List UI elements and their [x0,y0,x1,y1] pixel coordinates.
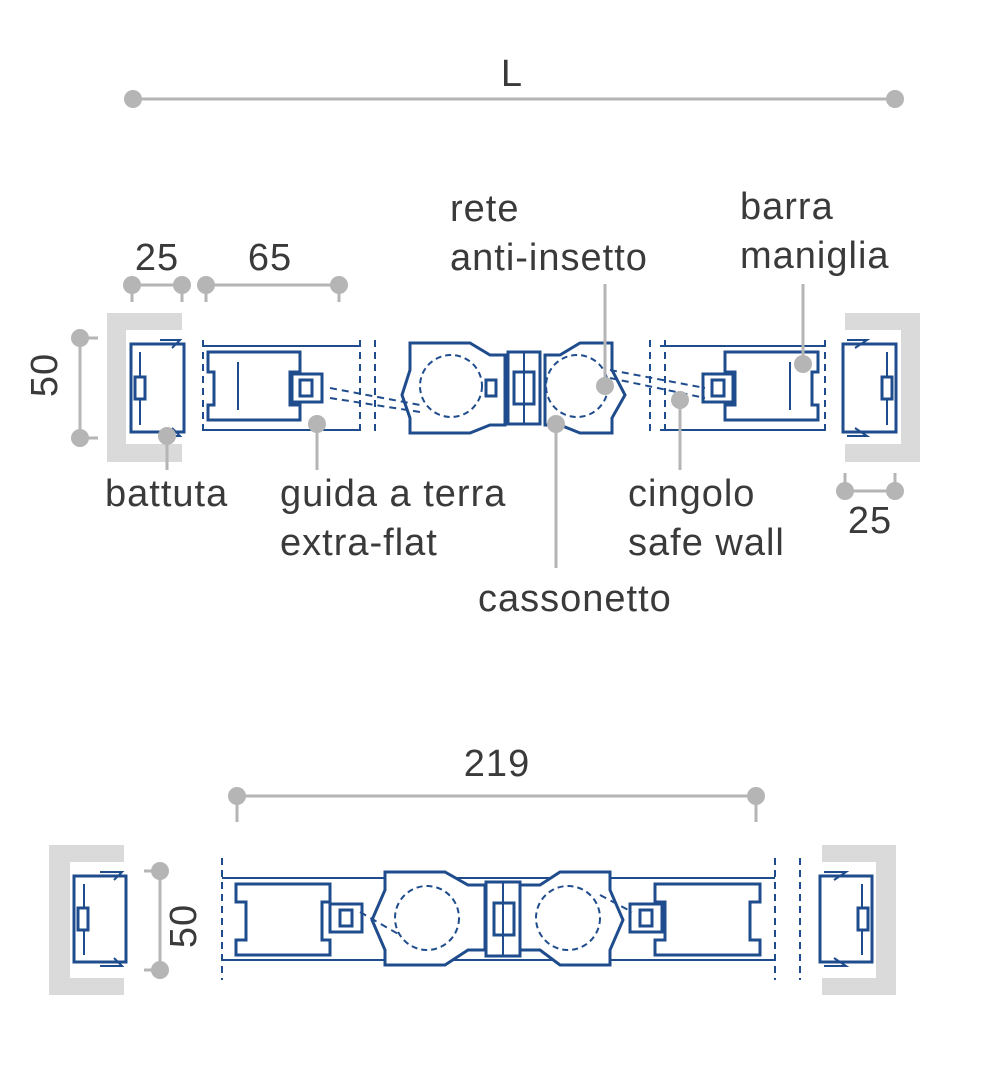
label-barra: barra [740,186,834,228]
callout-guida: guida a terra extra-flat [280,415,506,564]
callout-cingolo: cingolo safe wall [628,391,785,564]
track-lines [202,340,826,436]
callout-battuta: battuta [105,427,228,515]
left-cassette [329,341,507,435]
bottom-left-cassette [359,870,487,967]
label-battuta: battuta [105,473,228,515]
dimension-l: L [124,53,904,108]
dimension-50-bottom-label: 50 [163,904,205,948]
bottom-track-lines [221,858,801,980]
callout-barra: barra maniglia [740,186,890,373]
bottom-right-wall [822,845,896,995]
bottom-left-handle-bar [234,882,364,957]
dimension-50-label: 50 [24,353,66,397]
dimension-219: 219 [228,743,765,822]
dimension-65-label: 65 [248,237,292,279]
dimension-50-bottom: 50 [144,862,205,979]
dimension-65: 65 [197,237,348,302]
right-handle-bar [701,350,820,422]
label-safe-wall: safe wall [628,522,785,564]
bottom-diagram: 219 50 [49,743,896,995]
bottom-left-frame [72,871,128,967]
dimension-219-label: 219 [464,743,530,785]
label-cingolo: cingolo [628,473,755,515]
dimension-25-right: 25 [836,473,904,542]
label-extra-flat: extra-flat [280,522,438,564]
right-frame-profile [841,339,898,437]
bottom-center-joint [484,880,522,958]
top-diagram: L 25 65 50 [24,53,920,620]
dimension-50-top: 50 [24,329,98,447]
label-guida-a-terra: guida a terra [280,473,506,515]
callout-rete: rete anti-insetto [450,188,648,395]
left-frame-profile [129,339,186,437]
dimension-l-label: L [501,53,523,95]
dimension-25-left: 25 [123,237,191,302]
bottom-right-handle-bar [628,882,762,957]
left-wall [107,313,182,462]
dimension-25-label: 25 [135,237,179,279]
dimension-25-right-label: 25 [848,500,892,542]
label-anti-insetto: anti-insetto [450,237,648,279]
bottom-right-frame [818,871,874,967]
bottom-left-wall [49,845,124,995]
bottom-right-cassette [518,870,633,967]
right-wall [845,313,920,462]
label-cassonetto: cassonetto [478,578,672,620]
label-rete: rete [450,188,519,230]
left-handle-bar [206,350,324,422]
label-maniglia: maniglia [740,235,890,277]
center-joint [506,350,542,426]
callout-cassonetto: cassonetto [478,415,672,620]
